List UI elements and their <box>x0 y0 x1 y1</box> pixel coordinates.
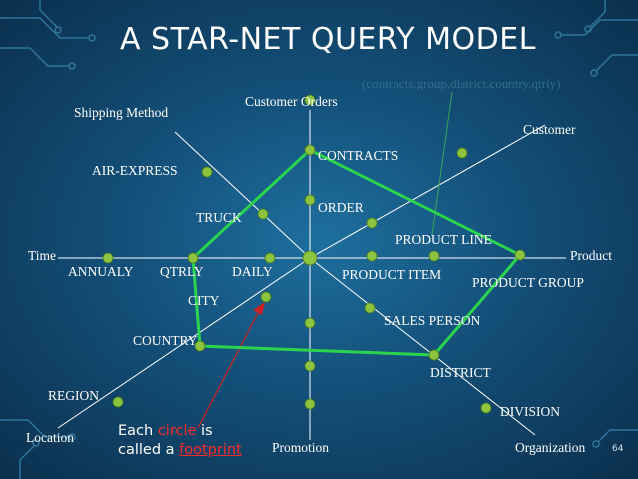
axis-location <box>57 257 311 429</box>
label-contracts: CONTRACTS <box>318 148 399 163</box>
label-city: CITY <box>188 293 220 308</box>
node-region <box>112 396 124 408</box>
node-product-group <box>514 249 526 261</box>
note-circle-word: circle <box>157 423 197 439</box>
note-line-1-suffix: is <box>196 423 213 439</box>
node-air-express <box>201 166 213 178</box>
node-contracts <box>304 144 316 156</box>
footprint-nodes <box>102 94 526 414</box>
node-qtrly <box>187 252 199 264</box>
node-promotion-2 <box>304 360 316 372</box>
note-footprint-word: footprint <box>179 442 242 458</box>
label-qtrly: QTRLY <box>160 264 204 279</box>
node-product-item <box>366 250 378 262</box>
node-center <box>302 250 318 266</box>
axis-shipping-method <box>174 131 311 259</box>
node-promotion-1 <box>304 317 316 329</box>
footprint-arrowhead <box>253 302 265 315</box>
label-product-item: PRODUCT ITEM <box>342 267 442 282</box>
note-line-2: called a footprint <box>118 441 242 460</box>
label-annualy: ANNUALY <box>68 264 134 279</box>
axis-organization <box>309 257 536 436</box>
node-city <box>260 291 272 303</box>
label-customer: Customer <box>523 122 576 137</box>
label-region: REGION <box>48 388 99 403</box>
node-sales-person <box>364 302 376 314</box>
note-line-2-prefix: called a <box>118 442 180 458</box>
label-shipping-method: Shipping Method <box>74 105 169 120</box>
note-line-1-prefix: Each <box>118 423 158 439</box>
note-line-1: Each circle is <box>118 422 242 441</box>
node-district <box>428 349 440 361</box>
label-location: Location <box>26 430 74 445</box>
label-division: DIVISION <box>500 404 560 419</box>
query-annotation: (contracts,group,district,country,qtrly) <box>362 76 561 91</box>
footprint-note: Each circle is called a footprint <box>118 422 242 460</box>
node-division <box>480 402 492 414</box>
page-number: 64 <box>612 444 624 454</box>
label-product-group: PRODUCT GROUP <box>472 275 584 290</box>
label-truck: TRUCK <box>196 210 242 225</box>
footprint-arrow <box>197 308 261 429</box>
label-country: COUNTRY <box>133 333 198 348</box>
node-daily <box>264 252 276 264</box>
node-order <box>304 194 316 206</box>
label-product-line: PRODUCT LINE <box>395 232 492 247</box>
label-district: DISTRICT <box>430 365 491 380</box>
label-promotion: Promotion <box>272 440 330 455</box>
label-air-express: AIR-EXPRESS <box>92 163 178 178</box>
node-promotion-3 <box>304 398 316 410</box>
node-customer-1 <box>366 217 378 229</box>
axis-customer <box>309 124 546 259</box>
label-order: ORDER <box>318 200 364 215</box>
label-organization: Organization <box>515 440 586 455</box>
page-title: A STAR-NET QUERY MODEL <box>120 22 536 57</box>
node-annualy <box>102 252 114 264</box>
node-customer-orders-3 <box>304 94 316 106</box>
node-country <box>194 340 206 352</box>
label-daily: DAILY <box>232 264 273 279</box>
label-product: Product <box>570 248 612 263</box>
label-time: Time <box>28 248 57 263</box>
label-customer-orders: Customer Orders <box>245 94 338 109</box>
label-sales-person: SALES PERSON <box>384 313 481 328</box>
query-footprint-path <box>191 148 522 357</box>
node-truck <box>257 208 269 220</box>
node-customer-2 <box>456 147 468 159</box>
node-product-line <box>428 250 440 262</box>
